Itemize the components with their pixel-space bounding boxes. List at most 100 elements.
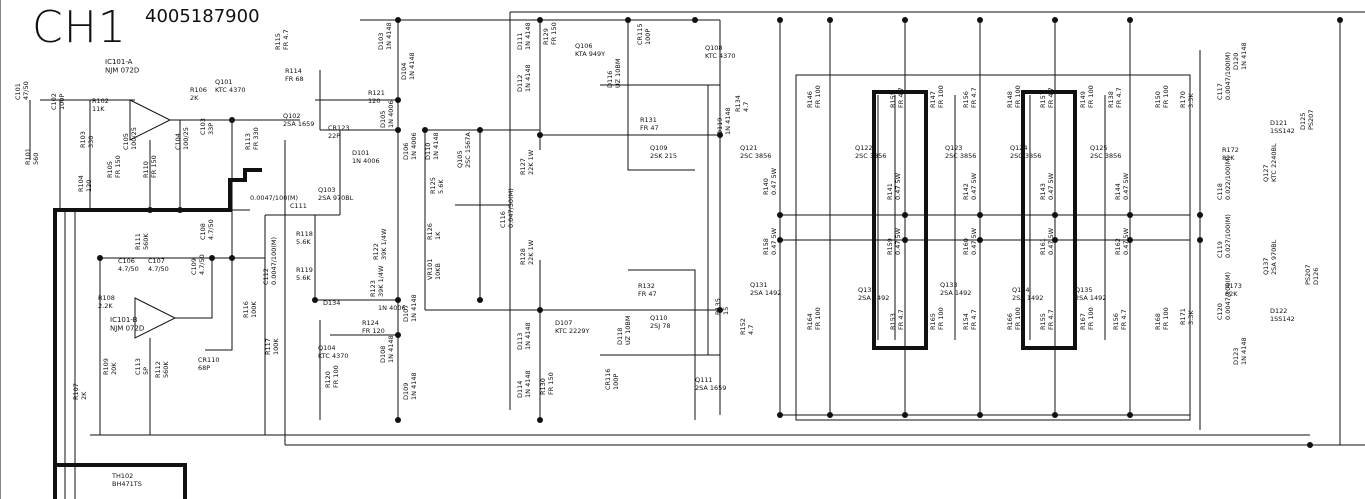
component-text: 4.7 <box>742 102 750 112</box>
component-text: 2SC 3856 <box>1010 152 1041 160</box>
component-text: KTC 4370 <box>318 352 349 360</box>
component-text: D116 <box>606 71 614 88</box>
component-text: R115 <box>274 33 282 50</box>
component-text: FR 100 <box>1087 85 1095 108</box>
component-text: 1K <box>434 231 442 240</box>
component-text: Q105 <box>456 150 464 168</box>
component-text: UZ 10BM <box>614 58 622 88</box>
component-text: R120 <box>324 371 332 388</box>
component-text: 2SC 3856 <box>855 152 886 160</box>
component-text: 2SA 1659 <box>283 120 314 128</box>
component-text: R134 <box>734 95 742 112</box>
component-text: D113 <box>516 333 524 350</box>
component-text: Q127 <box>1262 164 1270 182</box>
component-text: 22K 1W <box>527 239 535 265</box>
component-text: 5.6K <box>296 238 311 246</box>
component-text: FR 150 <box>547 372 555 395</box>
component-text: 100K <box>250 301 258 318</box>
component-text: 2SA 1492 <box>940 289 971 297</box>
component-text: 3.3K <box>1187 93 1195 108</box>
component-text: FR 4.7 <box>1047 87 1055 108</box>
component-text: 4.7/50 <box>148 265 169 273</box>
component-text: C116 <box>499 211 507 228</box>
component-text: PS207 <box>1307 110 1315 130</box>
component-text: C112 <box>262 268 270 285</box>
component-text: Q132 <box>858 286 876 294</box>
component-text: 1N 4148 <box>410 372 418 400</box>
component-text: C107 <box>148 257 165 265</box>
component-text: R166 <box>1006 313 1014 330</box>
component-text: 0.0047/100(M) <box>250 194 298 202</box>
component-text: 11K <box>92 105 105 113</box>
component-text: 2SC 3856 <box>1090 152 1121 160</box>
component-text: D123 <box>1232 348 1240 365</box>
component-text: R112 <box>154 361 162 378</box>
component-text: R155 <box>1039 313 1047 330</box>
component-text: 0.47 5W <box>894 172 902 200</box>
component-text: D125 <box>1299 113 1307 130</box>
component-text: 0.022/100(M) <box>1224 156 1232 200</box>
component-text: FR 4.7 <box>897 87 905 108</box>
component-text: D103 <box>377 33 385 50</box>
component-text: R168 <box>1154 313 1162 330</box>
component-text: FR 100 <box>814 307 822 330</box>
component-text: Q133 <box>940 281 958 289</box>
component-text: R118 <box>296 230 313 238</box>
component-text: FR 4.7 <box>1115 87 1123 108</box>
component-text: IC101-B <box>110 316 138 324</box>
component-text: C102 <box>50 93 58 110</box>
component-text: R171 <box>1179 308 1187 325</box>
component-text: R108 <box>98 294 115 302</box>
component-text: R131 <box>640 116 657 124</box>
component-text: R104 <box>77 175 85 192</box>
component-text: FR 330 <box>252 127 260 150</box>
component-text: 1N 4006 <box>387 100 395 128</box>
component-text: D107 <box>402 305 410 322</box>
component-text: KTC 2240BL <box>1270 143 1278 182</box>
component-text: FR 150 <box>550 22 558 45</box>
component-text: 120 <box>85 180 93 192</box>
component-text: D134 <box>323 299 340 307</box>
component-text: 2SA 1659 <box>695 384 726 392</box>
component-text: FR 100 <box>1162 85 1170 108</box>
component-text: FR 100 <box>937 307 945 330</box>
component-text: 1N 4006 <box>410 132 418 160</box>
component-text: FR 100 <box>814 85 822 108</box>
component-text: R148 <box>1006 91 1014 108</box>
component-text: 100/25 <box>182 127 190 150</box>
component-text: 2SA 970BL <box>1270 239 1278 275</box>
